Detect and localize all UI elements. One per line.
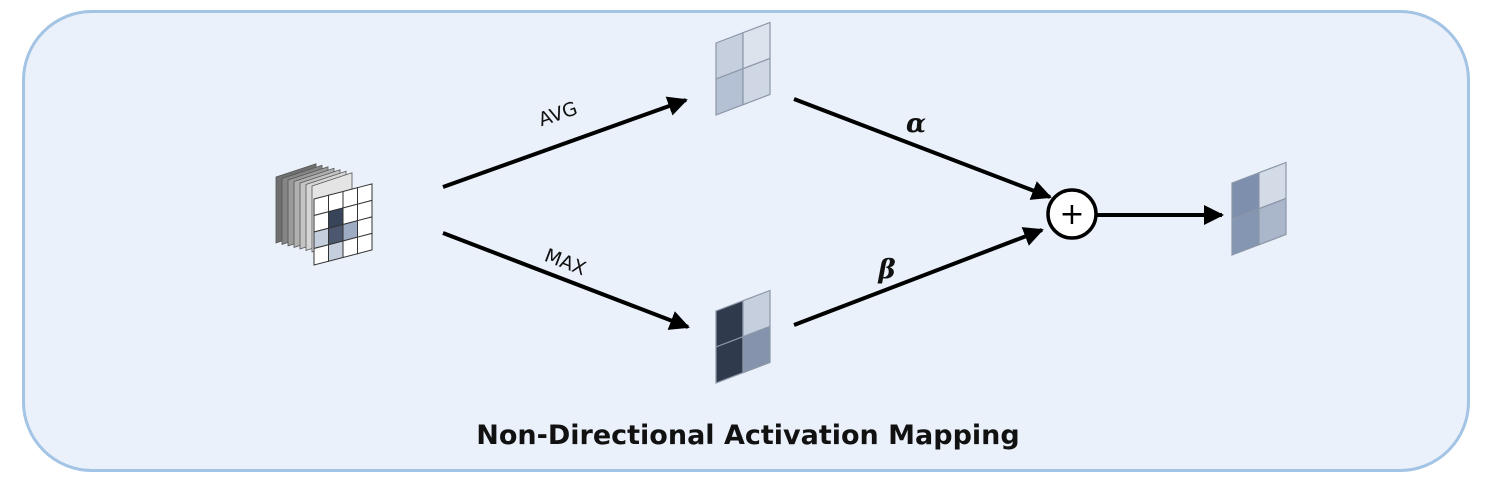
input-grid-cell xyxy=(313,244,329,266)
input-feature-stack xyxy=(275,163,373,266)
input-grid-cell xyxy=(357,232,373,255)
output-grid xyxy=(1231,161,1287,256)
max-grid-cell xyxy=(742,325,771,374)
avg-label: AVG xyxy=(536,97,581,131)
beta-label: β xyxy=(877,255,895,285)
avg-pooled-grid xyxy=(715,21,771,116)
input-grid-cell xyxy=(328,240,344,262)
avg-arrow xyxy=(442,96,688,189)
alpha-label: α xyxy=(906,109,926,139)
avg-grid-cell xyxy=(742,57,771,106)
sum-operator: + xyxy=(1046,188,1098,240)
alpha-arrow xyxy=(793,97,1052,200)
output-grid-cell xyxy=(1258,197,1287,246)
beta-arrow xyxy=(793,227,1044,327)
max-arrow xyxy=(442,231,690,330)
diagram-caption: Non-Directional Activation Mapping xyxy=(476,420,1020,451)
plus-symbol: + xyxy=(1059,197,1084,232)
max-pooled-grid xyxy=(715,289,771,384)
input-grid-cell xyxy=(342,236,358,259)
